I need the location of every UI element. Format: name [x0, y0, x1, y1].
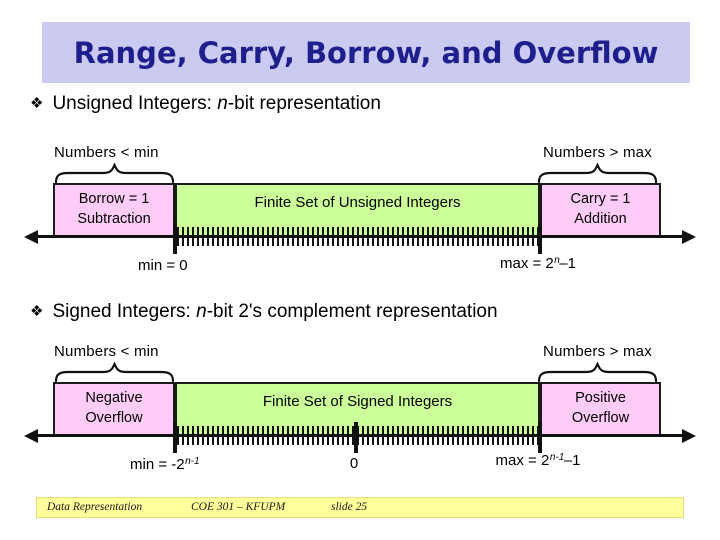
- borrow-box: Borrow = 1 Subtraction: [53, 183, 175, 237]
- page-title: Range, Carry, Borrow, and Overflow: [73, 35, 659, 70]
- borrow-box-line1: Borrow = 1: [78, 191, 150, 208]
- max-tick: [538, 422, 542, 453]
- diagram-signed: Numbers < min Numbers > max Negative Ove…: [0, 341, 720, 486]
- max-tick: [538, 223, 542, 254]
- min-tick: [173, 422, 177, 453]
- finite-set-label: Finite Set of Unsigned Integers: [254, 193, 461, 211]
- max-value-suffix: –1: [563, 452, 581, 469]
- max-value-sup: n-1: [549, 452, 565, 463]
- positive-overflow-line1: Positive: [575, 390, 626, 407]
- number-line: [36, 434, 682, 437]
- footer-bar: Data Representation COE 301 – KFUPM slid…: [36, 497, 684, 518]
- max-value-text: max = 2: [499, 255, 554, 272]
- min-value-text: min = -2: [130, 456, 185, 473]
- bullet-text: -bit 2's complement representation: [206, 301, 498, 322]
- max-value-sup: n: [554, 255, 560, 266]
- max-value-text: max = 2: [495, 452, 550, 469]
- brace-right: [537, 163, 658, 183]
- min-value-text: min = 0: [138, 257, 188, 274]
- brace-left: [54, 163, 175, 183]
- min-tick: [173, 223, 177, 254]
- title-banner: Range, Carry, Borrow, and Overflow: [42, 22, 690, 83]
- diamond-bullet-icon: ❖: [30, 95, 44, 112]
- min-value-label: min = -2n-1: [130, 455, 200, 473]
- carry-box-line2: Addition: [574, 211, 627, 227]
- number-line: [36, 235, 682, 238]
- footer-course-topic: Data Representation: [47, 501, 143, 513]
- min-value-label: min = 0: [138, 256, 188, 274]
- zero-value-label: 0: [349, 455, 359, 472]
- brace-right: [537, 362, 658, 382]
- footer-slide-number: slide 25: [331, 501, 368, 513]
- diagram-unsigned: Numbers < min Numbers > max Borrow = 1 S…: [0, 142, 720, 287]
- max-value-label: max = 2n-1–1: [457, 451, 619, 469]
- finite-set-label: Finite Set of Signed Integers: [262, 392, 453, 410]
- max-value-label: max = 2n–1: [457, 254, 619, 272]
- zero-tick: [354, 422, 358, 453]
- brace-left: [54, 362, 175, 382]
- negative-overflow-line1: Negative: [85, 390, 143, 407]
- borrow-box-line2: Subtraction: [77, 211, 151, 227]
- numbers-less-min-label: Numbers < min: [54, 343, 159, 360]
- positive-overflow-line2: Overflow: [571, 410, 630, 426]
- diamond-bullet-icon: ❖: [30, 303, 44, 320]
- bullet-text: Unsigned Integers:: [52, 93, 218, 114]
- arrow-right-icon: [682, 229, 696, 244]
- arrow-left-icon: [24, 428, 38, 443]
- negative-overflow-box: Negative Overflow: [53, 382, 175, 436]
- bullet-unsigned: ❖ Unsigned Integers: n-bit representation: [30, 93, 381, 115]
- bullet-signed: ❖ Signed Integers: n-bit 2's complement r…: [30, 301, 498, 323]
- bullet-emphasis: n: [217, 93, 228, 114]
- carry-box-line1: Carry = 1: [570, 191, 631, 208]
- arrow-right-icon: [682, 428, 696, 443]
- max-value-suffix: –1: [559, 255, 577, 272]
- numbers-less-min-label: Numbers < min: [54, 144, 159, 161]
- min-value-sup: n-1: [185, 456, 200, 467]
- bullet-emphasis: n: [196, 301, 207, 322]
- arrow-left-icon: [24, 229, 38, 244]
- bullet-text: -bit representation: [227, 93, 381, 114]
- numbers-greater-max-label: Numbers > max: [543, 144, 652, 161]
- bullet-text: Signed Integers:: [52, 301, 197, 322]
- footer-course-code: COE 301 – KFUPM: [191, 501, 286, 513]
- numbers-greater-max-label: Numbers > max: [543, 343, 652, 360]
- positive-overflow-box: Positive Overflow: [540, 382, 661, 436]
- carry-box: Carry = 1 Addition: [540, 183, 661, 237]
- negative-overflow-line2: Overflow: [85, 410, 143, 426]
